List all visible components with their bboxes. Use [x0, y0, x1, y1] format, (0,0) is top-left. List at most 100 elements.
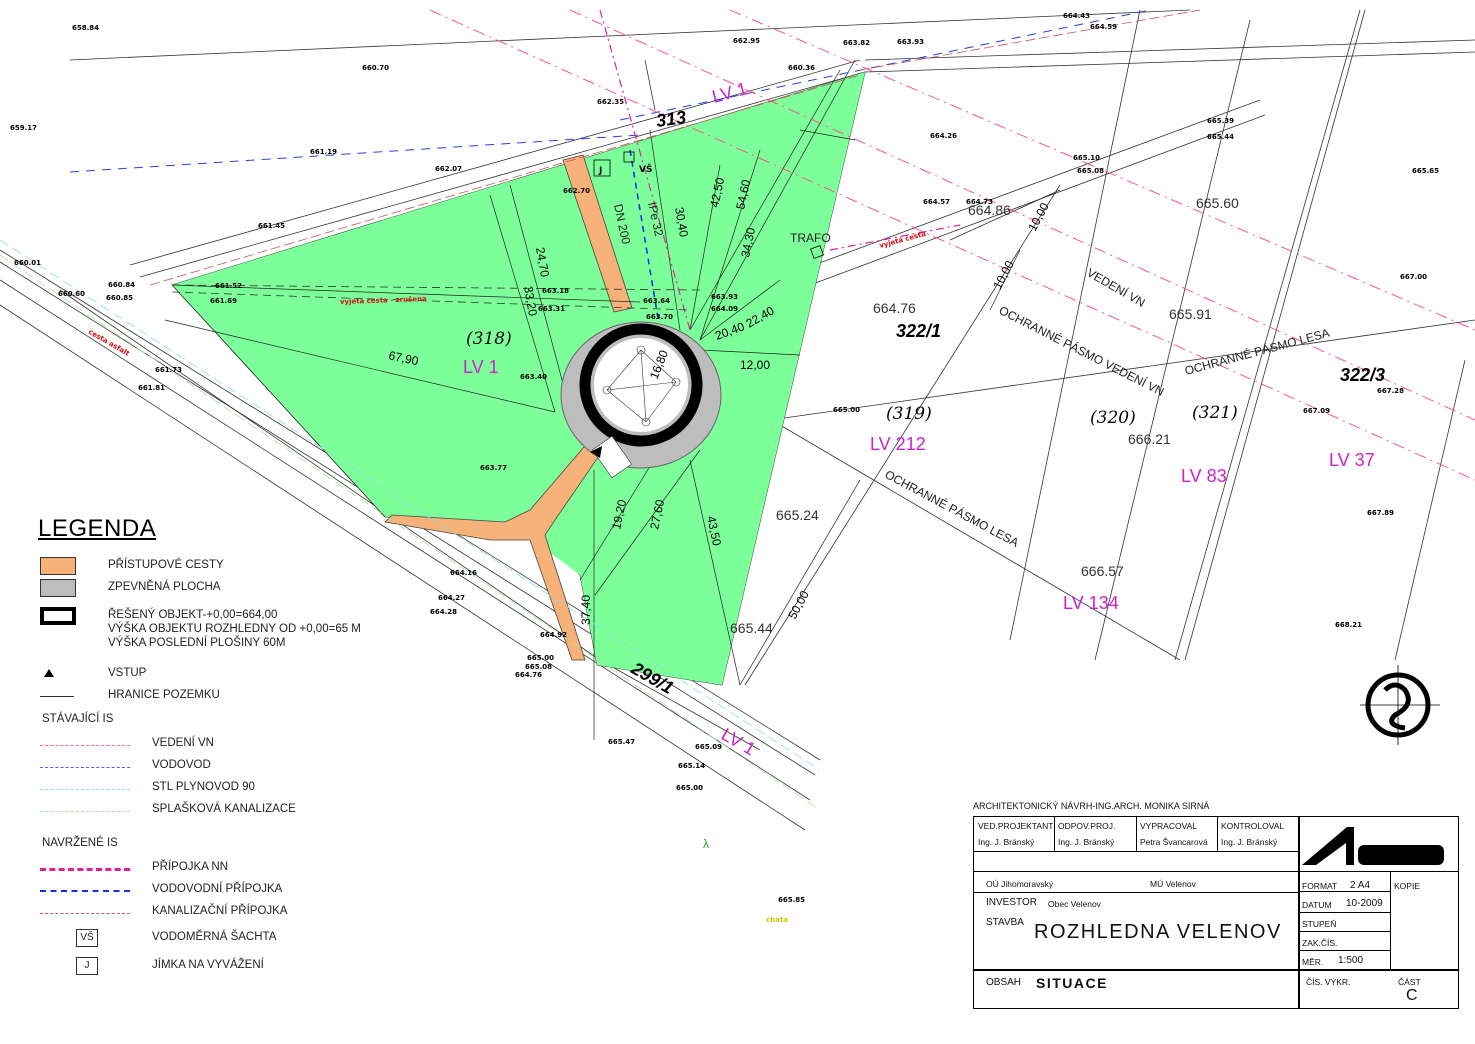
plan-label: 37,40 — [579, 595, 593, 625]
role-label: ODPOV.PROJ. — [1058, 821, 1116, 831]
plan-label: 665.09 — [695, 743, 722, 751]
format-value: 2 A4 — [1350, 880, 1371, 891]
kopie-label: KOPIE — [1394, 881, 1420, 891]
datum-label: DATUM — [1302, 900, 1332, 910]
vs-box: VŠ — [76, 929, 98, 947]
plan-label: VEDENÍ VN — [1085, 265, 1149, 310]
paths-swatch — [40, 557, 76, 575]
plan-label: 50,00 — [785, 588, 812, 621]
plan-label: LV 83 — [1181, 466, 1227, 486]
role-label: VED.PROJEKTANT — [978, 821, 1054, 831]
plan-label: 665.08 — [1077, 167, 1104, 175]
legend: LEGENDA PŘÍSTUPOVÉ CESTY ZPEVNĚNÁ PLOCHA… — [38, 515, 378, 975]
plan-label: 666.57 — [1081, 563, 1124, 579]
plan-label: 665.00 — [527, 654, 554, 662]
plan-label: 662.70 — [563, 187, 590, 195]
plan-label: TRAFO — [790, 231, 831, 245]
plan-label: 664.26 — [930, 132, 957, 140]
well-box-j — [593, 159, 611, 177]
water-meter-box — [623, 151, 635, 163]
plan-label: 663.93 — [897, 38, 924, 46]
plan-label: 322/3 — [1340, 365, 1385, 385]
role-name: Petra Švancarová — [1140, 837, 1208, 847]
plan-label: 660.01 — [14, 259, 41, 267]
plan-label: VŠ — [639, 163, 652, 175]
format-label: FORMAT — [1302, 881, 1338, 891]
role-name: Ing. J. Bránský — [978, 837, 1035, 847]
obsah-label: OBSAH — [986, 977, 1022, 988]
plan-label: J — [598, 166, 602, 176]
spot-heights: 664.86 665.60 664.76 665.91 666.21 665.2… — [730, 195, 1239, 636]
investor-label: INVESTOR — [986, 897, 1037, 908]
plan-label: LV 134 — [1063, 593, 1119, 613]
plan-label: 665.39 — [1207, 117, 1234, 125]
investor-value: Obec Velenov — [1048, 899, 1101, 909]
plan-label: 663.77 — [480, 464, 507, 472]
plan-label: 667.89 — [1367, 509, 1394, 517]
plan-label: 664.76 — [873, 300, 916, 316]
plan-label: 10,00 — [1025, 200, 1052, 233]
plan-label: 30,40 — [672, 206, 691, 238]
plan-label: 665.85 — [778, 896, 805, 904]
plan-label: 43,50 — [704, 515, 724, 548]
dimension-lines — [164, 59, 1021, 740]
plan-label: 660.36 — [788, 64, 815, 72]
mer-label: MĚR. — [1302, 957, 1324, 967]
stupen-label: STUPEŇ — [1302, 919, 1337, 929]
water-connection-line — [40, 890, 130, 892]
existing-title: STÁVAJÍCÍ IS — [42, 713, 114, 725]
plan-label: 27,60 — [647, 498, 667, 531]
plan-label: 663.64 — [643, 297, 670, 305]
plan-label: LV 37 — [1329, 450, 1375, 470]
title-block: VED.PROJEKTANT ODPOV.PROJ. VYPRACOVAL KO… — [973, 816, 1459, 1009]
plan-label: 663.40 — [520, 373, 547, 381]
plan-label: 665.44 — [730, 620, 773, 636]
plan-label: 661.19 — [310, 148, 337, 156]
plan-label: 664.76 — [515, 671, 542, 679]
proposed-title: NAVRŽENÉ IS — [42, 837, 118, 849]
plan-label: 663.31 — [538, 305, 565, 313]
plan-label: OCHRANNÉ PÁSMO LESA — [883, 466, 1022, 549]
ou-text: OÚ Jihomoravský — [986, 879, 1054, 889]
plan-label: 24,70 — [533, 246, 552, 278]
stavba-label: STAVBA — [986, 917, 1024, 928]
plan-label: 322/1 — [896, 321, 941, 341]
plan-label: 665.00 — [676, 784, 703, 792]
plan-label: 662.35 — [597, 98, 624, 106]
role-name: Ing. J. Bránský — [1058, 837, 1115, 847]
mu-text: MÚ Velenov — [1150, 879, 1196, 889]
sewer-line — [40, 811, 130, 812]
plan-label: 663.18 — [542, 287, 569, 295]
water-line — [40, 767, 130, 768]
plan-label: 661.69 — [210, 297, 237, 305]
plan-label: 664.59 — [1090, 23, 1117, 31]
nn-line — [40, 868, 130, 871]
plan-label: 19,20 — [609, 498, 629, 531]
plan-label: λ — [703, 837, 709, 851]
elevation-labels: 658.84 660.70 659.17 661.19 662.95 663.8… — [10, 12, 1439, 904]
plan-label: 660.60 — [58, 290, 85, 298]
plan-label: (319) — [886, 404, 932, 424]
vn-line — [40, 745, 130, 746]
legend-title: LEGENDA — [38, 515, 157, 542]
plan-label: 661.45 — [258, 222, 285, 230]
plan-label: 664.27 — [438, 594, 465, 602]
plan-label: 665.10 — [1073, 154, 1100, 162]
cis-label: ČÍS. VÝKR. — [1306, 977, 1351, 987]
project-title: ROZHLEDNA VELENOV — [1034, 921, 1282, 943]
plan-label: 663.93 — [711, 293, 738, 301]
plan-label: LV 1 — [710, 78, 750, 107]
plan-label: 662.95 — [733, 37, 760, 45]
plan-label: 664.57 — [923, 198, 950, 206]
plan-label: 10,00 — [990, 258, 1017, 291]
paved-swatch — [40, 579, 76, 597]
plan-label: 664.86 — [968, 202, 1011, 218]
plan-label: (318) — [466, 329, 512, 349]
abras-logo — [1302, 827, 1444, 865]
plan-label: 665.24 — [776, 507, 819, 523]
plan-label: 33,20 — [521, 285, 540, 317]
plan-label: 659.17 — [10, 124, 37, 132]
plan-label: 664.16 — [450, 569, 477, 577]
plan-label: chata — [766, 916, 788, 924]
